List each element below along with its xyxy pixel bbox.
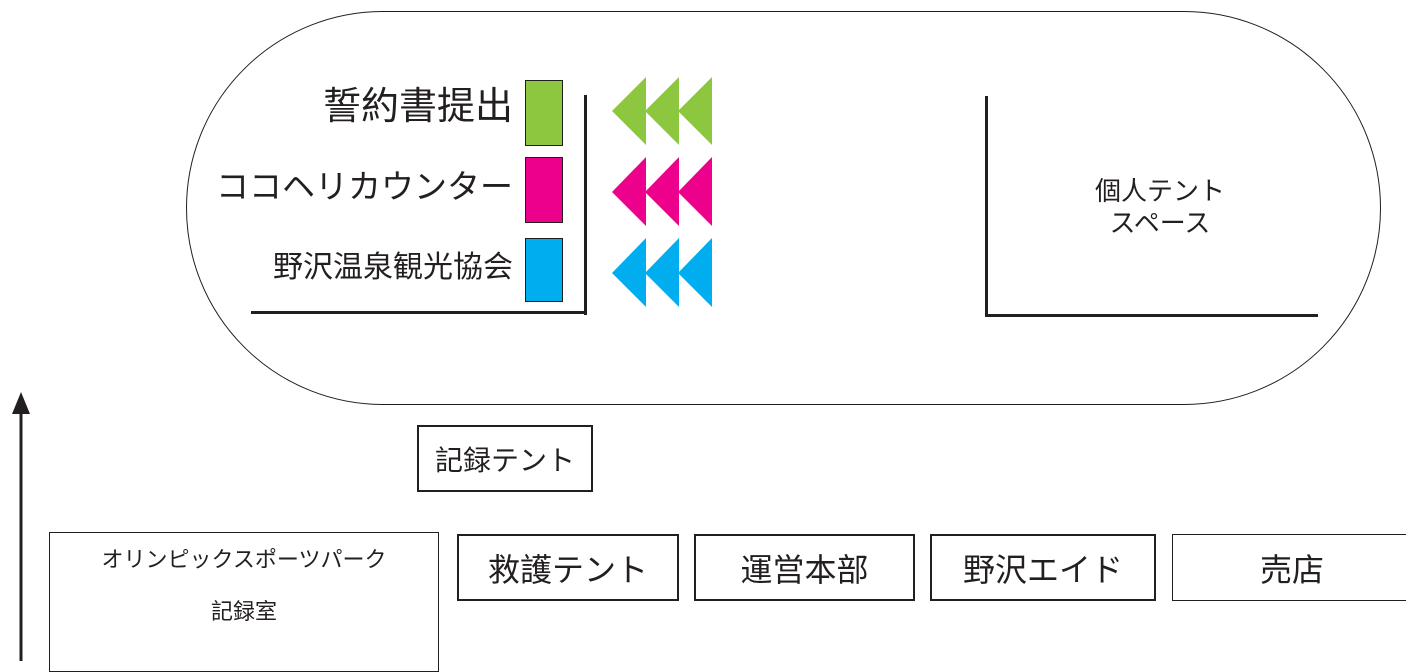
headquarters-box: 運営本部 [694, 534, 915, 601]
record-room-label-line2: 記録室 [210, 600, 277, 625]
tent-space-label-line1: 個人テント [1094, 177, 1225, 207]
rescue-tent-label: 救護テント [487, 550, 648, 589]
green-arrow [645, 77, 679, 145]
entry-arrow-head [12, 392, 30, 414]
record-tent-label: 記録テント [434, 443, 575, 477]
legend-label-cocoheli: ココヘリカウンター [216, 167, 513, 206]
shop-box: 売店 [1172, 534, 1406, 601]
legend-label-tourism: 野沢温泉観光協会 [273, 250, 513, 285]
cyan-arrow [645, 238, 679, 307]
tent-space-divider-horizontal [985, 314, 1318, 317]
cyan-arrow-group [612, 238, 712, 307]
magenta-arrow [612, 157, 646, 226]
tent-space-divider-vertical [985, 96, 988, 317]
rescue-tent-box: 救護テント [457, 534, 679, 601]
record-room-label-line1: オリンピックスポーツパーク [101, 548, 387, 573]
booth-divider-vertical [584, 95, 587, 315]
legend-swatch-magenta [525, 157, 563, 223]
tent-space-label-line2: スペース [1109, 209, 1211, 239]
magenta-arrow [678, 157, 712, 226]
record-room-box: オリンピックスポーツパーク 記録室 [49, 532, 439, 672]
legend-swatch-green [525, 80, 563, 146]
shop-label: 売店 [1259, 550, 1324, 589]
cyan-arrow [678, 238, 712, 307]
green-arrow-group [612, 77, 712, 145]
legend-swatch-cyan [525, 238, 563, 302]
event-area-outline [186, 11, 1381, 405]
magenta-arrow [645, 157, 679, 226]
headquarters-label: 運営本部 [740, 550, 869, 589]
booth-divider-horizontal [251, 311, 585, 314]
record-tent-box: 記録テント [417, 425, 593, 492]
tent-space-label: 個人テント スペース [1070, 176, 1250, 240]
green-arrow [678, 77, 712, 145]
magenta-arrow-group [612, 157, 712, 226]
cyan-arrow [612, 238, 646, 307]
aid-station-label: 野沢エイド [962, 550, 1123, 589]
green-arrow [612, 77, 646, 145]
legend-label-pledge: 誓約書提出 [322, 84, 513, 128]
aid-station-box: 野沢エイド [930, 534, 1156, 601]
